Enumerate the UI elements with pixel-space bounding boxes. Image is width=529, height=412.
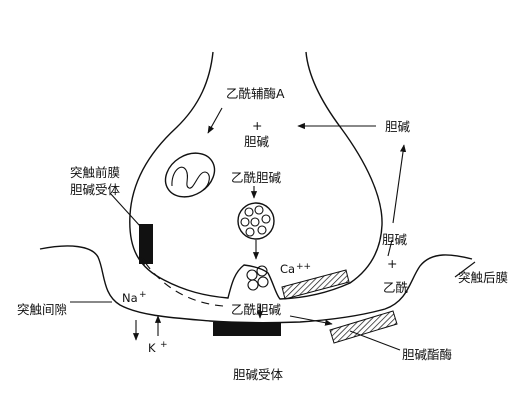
arrow-choline-connector	[387, 239, 393, 257]
leader-cholinesterase	[349, 330, 401, 351]
label-acetylcholine-upper: 乙酰胆碱	[231, 170, 282, 185]
label-acetyl-coa: 乙酰辅酶A	[226, 86, 285, 101]
mitochondrion	[164, 152, 216, 198]
label-calcium-charge: ++	[296, 262, 311, 272]
leader-presynaptic-receptor	[109, 192, 141, 227]
label-potassium-charge: +	[160, 340, 168, 350]
docking-vesicle	[246, 265, 269, 291]
label-acetyl-right: 乙酰	[383, 280, 409, 295]
label-synaptic-cleft: 突触间隙	[17, 302, 67, 317]
label-sodium: Na	[122, 291, 138, 305]
calcium-channel	[281, 269, 350, 300]
synaptic-vesicle-cluster	[237, 202, 275, 240]
label-choline-upper: 胆碱	[244, 134, 270, 149]
label-sodium-charge: +	[139, 290, 147, 300]
label-choline-right: 胆碱	[385, 119, 411, 134]
leader-postsynaptic	[454, 261, 476, 278]
arrow-ach-to-enzyme	[289, 315, 333, 326]
presynaptic-receptor-block	[139, 224, 153, 264]
arrow-to-mitochondrion	[207, 107, 223, 134]
label-choline-mid: 胆碱	[382, 232, 408, 247]
presynaptic-terminal-outline	[129, 51, 383, 300]
label-cholinesterase: 胆碱酯酶	[402, 347, 452, 362]
label-plus-right: +	[387, 256, 397, 271]
label-choline-receptor: 胆碱受体	[233, 367, 284, 382]
label-postsynaptic-membrane: 突触后膜	[458, 270, 508, 285]
cholinesterase-enzyme	[329, 310, 398, 344]
label-presynaptic-line2: 胆碱受体	[70, 182, 121, 197]
arrow-choline-up	[392, 144, 407, 224]
label-acetylcholine-cleft: 乙酰胆碱	[231, 302, 282, 317]
postsynaptic-receptor-block	[213, 322, 281, 336]
label-potassium: K	[148, 341, 156, 355]
label-calcium: Ca	[280, 262, 295, 276]
label-plus-top: +	[252, 118, 262, 133]
arrow-presynaptic-feedback	[141, 257, 224, 307]
label-presynaptic-line1: 突触前膜	[70, 165, 120, 180]
